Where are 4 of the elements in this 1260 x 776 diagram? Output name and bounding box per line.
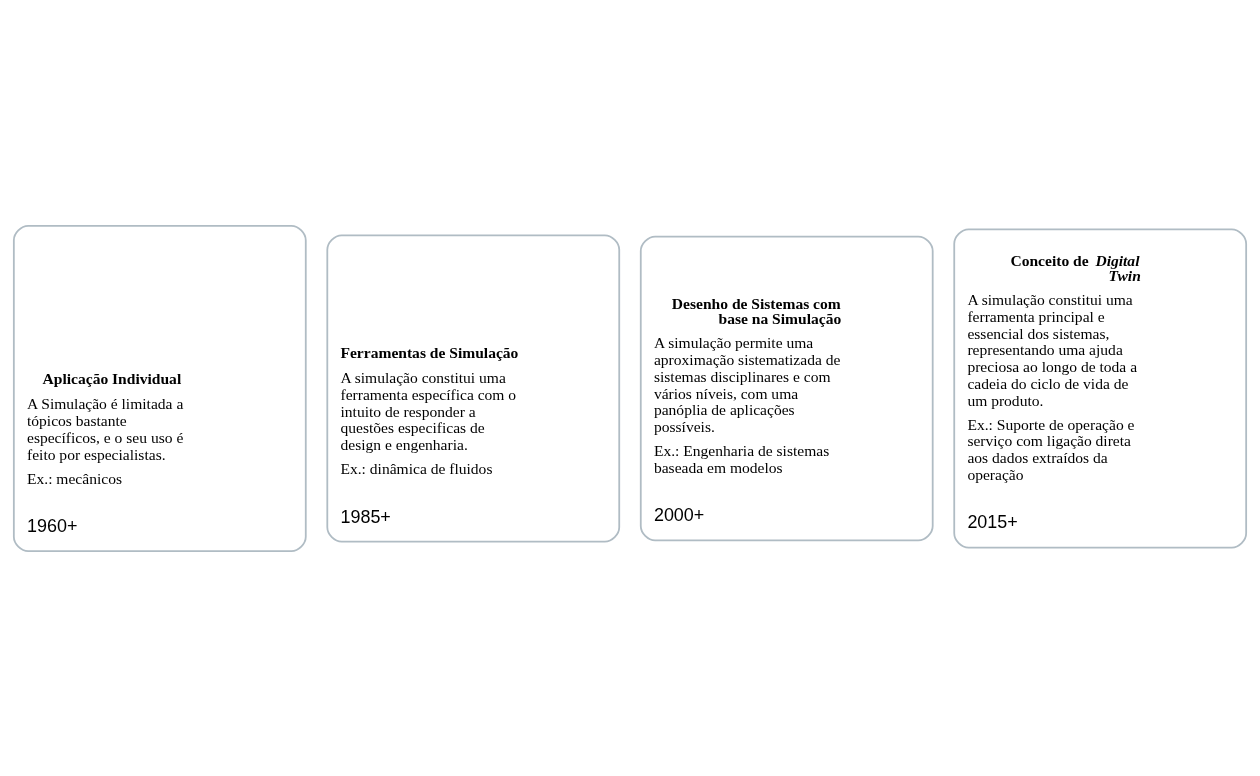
node-box: Desenho de Sistemas com base na Simulação A simulação permite uma aproximação sistematizada de sistemas disciplinares e com vários níveis, com uma panóplia de aplicações possíveis. Ex.: Engenharia de sistemas baseada em modelos 2000+ (639, 235, 934, 541)
node-box: Conceito de Digital Twin A simulação constitui uma ferramenta principal e essencial dos sistemas, representando uma ajuda preciosa ao longo de toda a cadeia do ciclo de vida de um produto. Ex.: Suporte de operação e serviço com ligação direta aos dados extraídos da operação 2015+ (953, 228, 1248, 549)
node-box: Ferramentas de Simulação A simulação constitui uma ferramenta específica com o intuito de responder a questões especificas de design e engenharia. Ex.: dinâmica de fluidos 1985+ (326, 233, 621, 543)
node-box: Aplicação Individual A Simulação é limitada a tópicos bastante específicos, e o seu uso é feito por especialistas. Ex.: mecânicos 1960+ (12, 224, 307, 552)
